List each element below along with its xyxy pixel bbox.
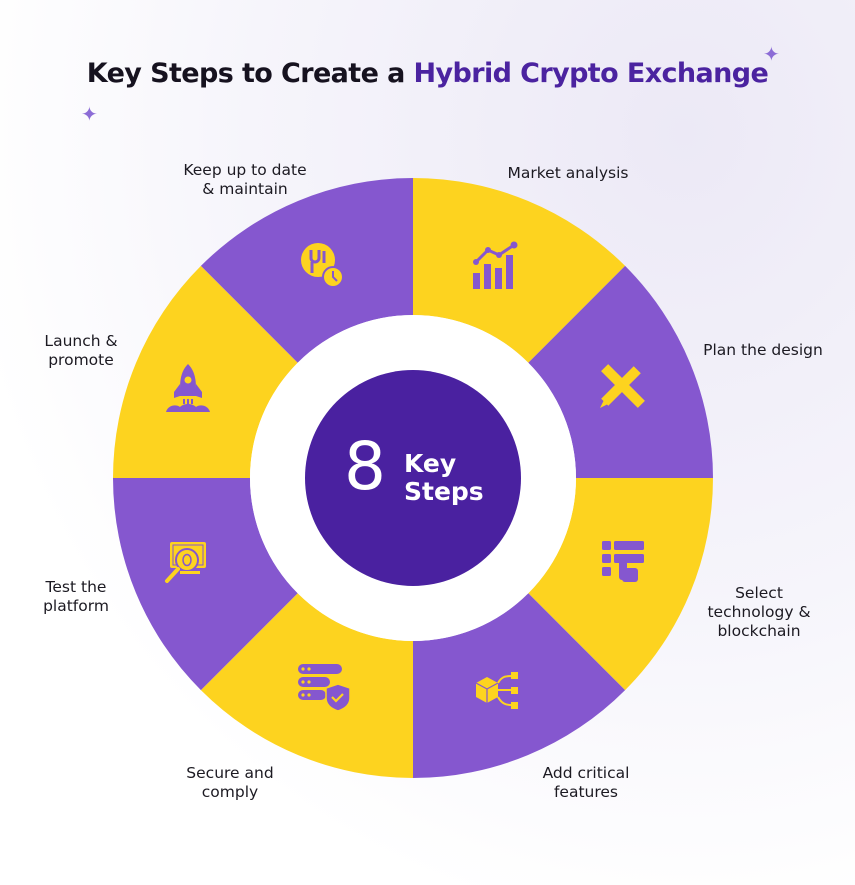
label-line: Add critical [542,764,630,782]
label-line: platform [43,597,109,615]
center-caption-line2: Steps [404,477,484,506]
wheel-segments [113,178,713,778]
segment-launch-promote [113,265,298,478]
tech-select-icon [602,541,644,582]
maintenance-clock-icon [301,243,344,288]
label-line: Plan the design [703,341,823,359]
label-plan-design: Plan the design [703,341,823,360]
label-select-technology: Select technology & blockchain [707,584,810,641]
label-line: Market analysis [507,164,629,182]
label-add-features: Add critical features [543,764,630,802]
label-line: Secure and [186,764,274,782]
label-line: Keep up to date [183,161,307,179]
label-line: Launch & [44,332,118,350]
segment-plan-design [528,265,713,478]
label-market-analysis: Market analysis [508,164,629,183]
label-line: Select [735,584,783,602]
label-line: & maintain [202,180,288,198]
center-number: 8 [344,428,386,505]
rocket-icon [166,364,210,412]
label-line: technology & [707,603,811,621]
title-highlight: Hybrid Crypto Exchange [413,58,769,89]
center-badge: 8 Key Steps [300,420,520,540]
label-line: blockchain [717,622,801,640]
server-shield-icon [298,664,351,712]
title-prefix: Key Steps to Create a [86,58,414,89]
chart-growth-icon [473,241,518,289]
segment-test-platform [113,478,298,691]
segment-add-features [413,593,626,778]
label-line: Test the [45,578,107,596]
label-secure-comply: Secure and comply [186,764,273,802]
segment-select-technology [528,478,713,691]
segment-market-analysis [413,178,626,363]
label-line: promote [48,351,114,369]
sparkle-icon: ✦ [81,104,98,126]
sparkle-icon: ✦ [763,44,780,66]
cube-network-icon [475,672,518,709]
label-line: features [553,783,619,801]
label-launch-promote: Launch & promote [44,332,117,370]
ruler-pencil-icon [600,364,645,408]
center-caption-line1: Key [404,449,457,478]
label-test-platform: Test the platform [43,578,109,616]
label-keep-up-to-date: Keep up to date & maintain [183,161,306,199]
center-disc [305,370,521,586]
label-line: comply [201,783,259,801]
center-caption: Key Steps [404,450,484,506]
page-title: Key Steps to Create a Hybrid Crypto Exch… [0,58,855,89]
bug-search-icon [165,542,206,583]
